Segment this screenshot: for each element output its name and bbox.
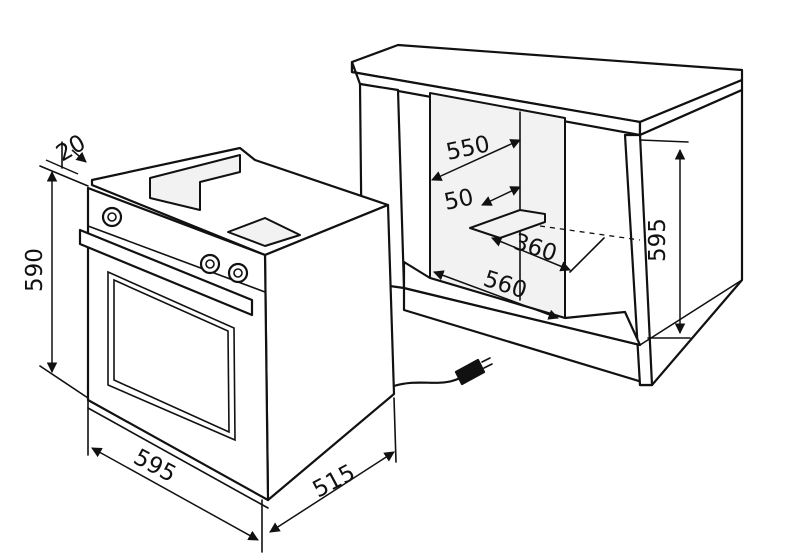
cabinet <box>350 43 744 387</box>
oven-knob-right[interactable] <box>227 262 249 284</box>
oven-door-window-inner <box>113 278 230 434</box>
niche-support-rail <box>469 209 546 239</box>
label-oven-height: 590 <box>22 248 48 292</box>
label-niche-gap: 50 <box>442 184 476 216</box>
dim-oven-lip: 20 <box>45 130 90 175</box>
dim-oven-height: 590 <box>22 165 89 399</box>
plug-icon <box>454 358 486 386</box>
dim-niche-height: 595 <box>639 139 691 339</box>
oven-door-window <box>107 270 236 442</box>
oven-knob-center[interactable] <box>199 253 221 275</box>
power-cord <box>392 357 493 388</box>
niche-rail-hidden-edge <box>539 225 641 241</box>
label-oven-depth: 515 <box>309 460 360 504</box>
oven <box>78 146 396 509</box>
niche-floor <box>402 260 642 347</box>
dim-niche-gap: 50 <box>442 184 521 216</box>
oven-door-handle[interactable] <box>78 228 254 317</box>
cabinet-right-post <box>623 133 654 387</box>
label-niche-height: 595 <box>645 218 671 262</box>
oven-side-panel <box>263 203 396 502</box>
oven-top-plate <box>227 217 301 247</box>
oven-knob-left[interactable] <box>101 206 123 228</box>
dim-niche-plate-ext <box>569 237 605 273</box>
label-oven-width: 595 <box>129 444 180 488</box>
cabinet-base-line <box>639 279 743 346</box>
cord-cable <box>392 376 462 388</box>
oven-top-vent <box>149 154 241 211</box>
